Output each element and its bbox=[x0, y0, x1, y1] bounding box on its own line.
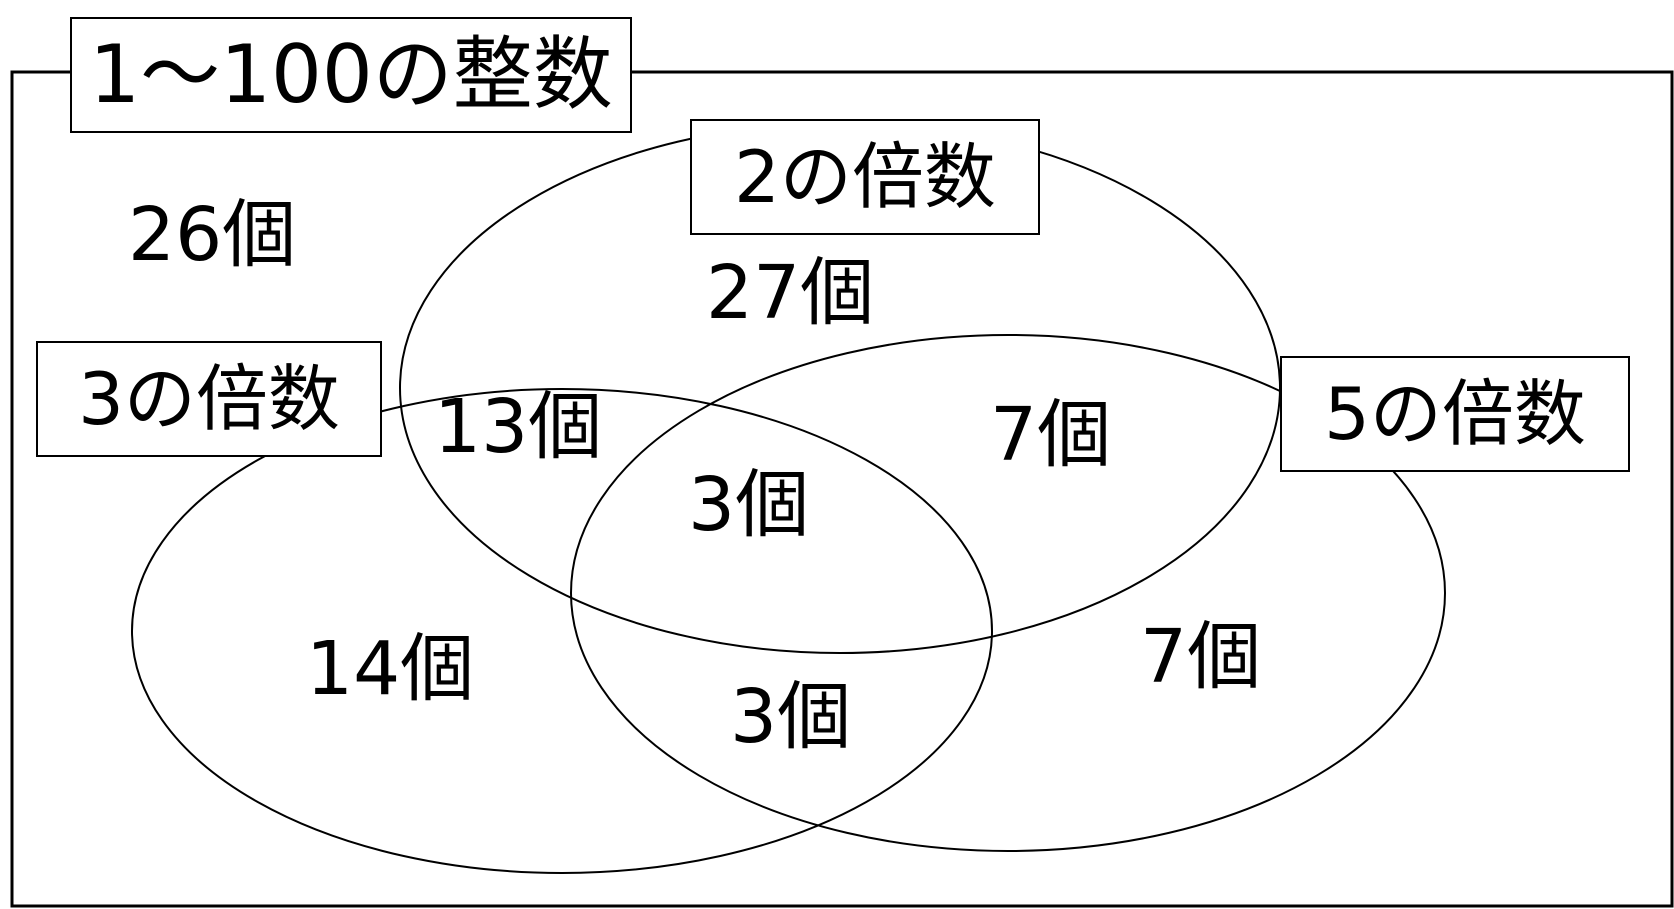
universe-label: 1〜100の整数 bbox=[70, 17, 632, 133]
set-b-ellipse bbox=[131, 388, 993, 874]
set-c-ellipse bbox=[570, 334, 1446, 852]
set-label-multiples-of-2: 2の倍数 bbox=[690, 119, 1040, 235]
region-count-3-only: 14個 bbox=[306, 626, 475, 712]
region-count-3-and-5: 3個 bbox=[730, 674, 852, 760]
region-count-5-only: 7個 bbox=[1140, 614, 1262, 700]
set-label-multiples-of-5: 5の倍数 bbox=[1280, 356, 1630, 472]
set-label-multiples-of-3: 3の倍数 bbox=[36, 341, 382, 457]
region-count-2-and-5: 7個 bbox=[990, 392, 1112, 478]
region-count-2-and-3: 13個 bbox=[434, 384, 603, 470]
region-count-2-3-5: 3個 bbox=[688, 462, 810, 548]
region-count-2-only: 27個 bbox=[706, 250, 875, 336]
region-count-outside: 26個 bbox=[128, 192, 297, 278]
universe-frame bbox=[10, 70, 1674, 908]
